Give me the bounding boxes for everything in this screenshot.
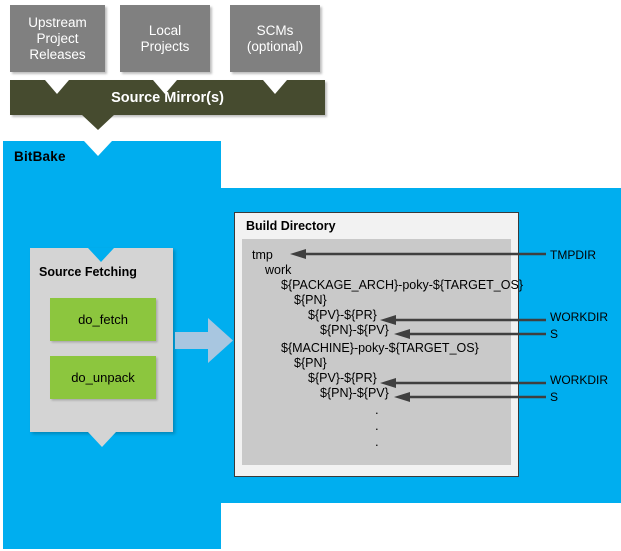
tree-item-pn-1: ${PN} [294, 293, 327, 307]
callout-arrow-s-2 [394, 392, 546, 402]
tree-item-pv-pr-2: ${PV}-${PR} [308, 371, 377, 385]
callout-label-workdir-1: WORKDIR [550, 310, 608, 324]
chevron-down-icon [84, 141, 112, 156]
bitbake-label: BitBake [14, 149, 66, 164]
callout-label-tmpdir: TMPDIR [550, 248, 596, 262]
chevron-down-icon [81, 114, 115, 130]
build-directory-title: Build Directory [246, 219, 336, 233]
callout-arrow-workdir-2 [380, 378, 546, 388]
callout-arrow-s-1 [394, 329, 546, 339]
task-label: do_unpack [71, 370, 135, 385]
source-mirror-label: Source Mirror(s) [111, 89, 224, 106]
callout-arrow-workdir-1 [380, 315, 546, 325]
tree-item-pn-pv-1: ${PN}-${PV} [320, 323, 389, 337]
tree-ellipsis-dot: . [375, 434, 379, 449]
callout-label-workdir-2: WORKDIR [550, 373, 608, 387]
tree-ellipsis-dot: . [375, 418, 379, 433]
tree-item-pv-pr-1: ${PV}-${PR} [308, 308, 377, 322]
task-do-fetch[interactable]: do_fetch [50, 298, 156, 341]
tree-ellipsis-dot: . [375, 402, 379, 417]
bitbake-region-top [3, 141, 221, 189]
source-box-line: Local [148, 22, 182, 38]
task-do-unpack[interactable]: do_unpack [50, 356, 156, 399]
chevron-down-icon [88, 432, 116, 447]
tree-item-pn-pv-2: ${PN}-${PV} [320, 386, 389, 400]
flow-arrow-right-icon [175, 318, 233, 363]
tree-item-tmp: tmp [252, 248, 273, 262]
source-box-line: Project [36, 30, 79, 46]
callout-arrow-tmpdir [290, 249, 546, 259]
chevron-down-icon [45, 80, 69, 94]
source-box-line: (optional) [246, 38, 304, 54]
source-box-upstream-project-releases: Upstream Project Releases [10, 5, 105, 72]
tree-item-pn-2: ${PN} [294, 356, 327, 370]
tree-item-package-arch: ${PACKAGE_ARCH}-poky-${TARGET_OS} [281, 278, 523, 292]
tree-item-machine: ${MACHINE}-poky-${TARGET_OS} [281, 341, 479, 355]
chevron-down-icon [153, 80, 177, 94]
source-box-line: Releases [29, 46, 86, 62]
source-box-scms-optional: SCMs (optional) [230, 5, 320, 72]
source-box-line: Upstream [28, 14, 87, 30]
callout-label-s-1: S [550, 327, 559, 341]
callout-label-s-2: S [550, 390, 559, 404]
task-label: do_fetch [78, 312, 128, 327]
source-box-line: Projects [140, 38, 190, 54]
source-box-local-projects: Local Projects [120, 5, 210, 72]
chevron-down-icon [263, 80, 287, 94]
source-fetching-title: Source Fetching [39, 265, 137, 279]
source-box-line: SCMs [256, 22, 294, 38]
chevron-down-icon [88, 248, 114, 262]
bitbake-region-foot [3, 502, 221, 549]
build-directory-tree-panel [242, 239, 511, 465]
tree-item-work: work [265, 263, 292, 277]
